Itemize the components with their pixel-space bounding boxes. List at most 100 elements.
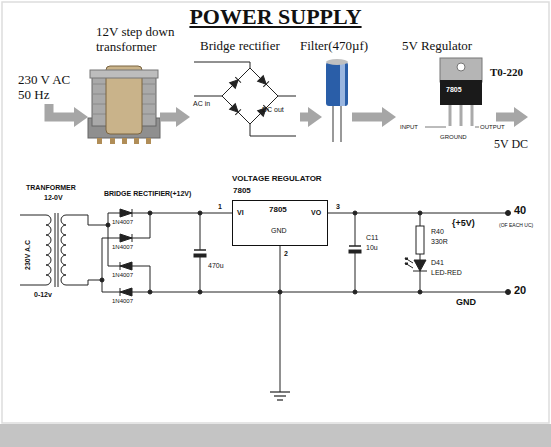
ground-symbol [274,395,286,396]
part-label: 1N4007 [112,219,133,226]
bridge-illustration [258,76,269,87]
regulator-illustration [475,127,479,128]
part-label: 7805 [269,205,287,214]
transformer-illustration [90,70,158,78]
diode-symbol [100,209,152,296]
part-label: GND [456,297,476,307]
regulator-illustration [471,105,474,126]
terminal [506,211,511,216]
block-label: 12V step down transformer [96,24,180,54]
regulator-illustration [425,58,482,127]
part-label: 0-12v [34,291,52,299]
part-label: 1N4007 [112,298,133,305]
transformer-symbol [20,285,46,286]
part-label: (OF EACH UC) [499,222,533,228]
part-label: OUTPUT [480,124,505,131]
led-symbol [405,211,427,294]
capacitor-symbol [198,290,202,294]
diode-symbol [132,234,133,242]
capacitor-illustration [326,59,348,65]
transformer-symbol [61,215,66,285]
block-label: Filter(470µf) [300,38,368,53]
block-label: 7805 [233,186,251,195]
capacitor-symbol [200,213,201,250]
ground-symbol [270,392,290,400]
bridge-illustration [230,104,241,115]
led-symbol [420,271,421,292]
part-label: 470u [208,262,224,270]
part-label: T0-220 [490,66,523,79]
led-symbol [418,211,422,215]
part-label: TRANFORMER [26,184,76,192]
part-label: 3 [336,203,340,211]
diode-symbol [120,262,121,270]
flow-arrow [160,113,176,122]
wire [150,211,511,393]
wire [278,290,282,294]
transformer-illustration [110,138,115,144]
led-symbol [405,258,408,260]
capacitor-illustration [326,62,348,106]
capacitor-symbol [349,245,361,247]
part-label: LED-RED [431,269,462,277]
led-symbol [405,263,408,265]
bridge-illustration [230,104,241,115]
led-symbol [405,258,413,263]
bridge-illustration [258,76,269,87]
part-label: C11 [366,234,378,242]
transformer-illustration [122,138,127,144]
bridge-illustration [278,96,296,97]
diode-symbol [120,262,132,270]
frame [2,2,549,423]
part-label: 1N4007 [112,244,133,251]
capacitor-symbol [349,250,361,253]
transformer-symbol [58,213,59,287]
led-symbol [418,290,422,294]
capacitor-illustration [340,104,342,142]
part-label: VOLTAGE REGULATOR [232,174,322,183]
diode-symbol [120,288,132,296]
regulator-box: 7805VI7805VOGND [232,200,328,246]
regulator-illustration [457,63,465,71]
filter-stage: Filter(470µf) [322,58,352,144]
capacitor-symbol [355,213,356,246]
part-label: 5V DC [494,137,528,151]
part-label: D41 [431,259,444,267]
capacitor-symbol [194,254,206,257]
capacitor-illustration [326,59,348,142]
flow-arrow [49,104,74,117]
regulator-illustration [440,80,482,105]
terminal [506,290,511,295]
part-label: GROUND [440,134,467,141]
capacitor-illustration [340,62,345,106]
ground-symbol [270,391,290,392]
capacitor-symbol [355,253,356,292]
block-label: 5V Regulator [402,38,472,53]
part-label: BRIDGE RECTIFIER(+12V) [104,190,191,198]
diode-symbol [150,266,151,292]
rectifier-stage: Bridge rectifierAC inDC out [190,58,300,148]
capacitor-symbol [198,211,202,215]
part-label: 40 [514,204,526,217]
part-label: AC in [193,100,210,108]
bottom-band [0,424,551,447]
block-label: 230 V AC 50 Hz [18,72,80,102]
transformer-symbol [20,213,108,287]
part-label: 1N4007 [112,272,133,279]
bridge-illustration [230,77,241,88]
wire [280,246,281,392]
wire [150,213,232,214]
regulator-stage: 5V Regulator7805INPUTOUTPUTGROUND [396,58,492,146]
bridge-illustration [194,62,250,68]
transformer-illustration [146,138,151,144]
transformer-illustration [97,138,102,144]
input-label: 230 V AC 50 Hz [18,72,80,104]
title-bar: POWER SUPPLY [0,4,551,30]
transformer-symbol [66,280,102,285]
capacitor-symbol [200,257,201,292]
diode-symbol [108,213,109,266]
part-label: 7805 [446,86,462,94]
part-label: VO [311,209,321,217]
led-symbol [414,260,426,271]
